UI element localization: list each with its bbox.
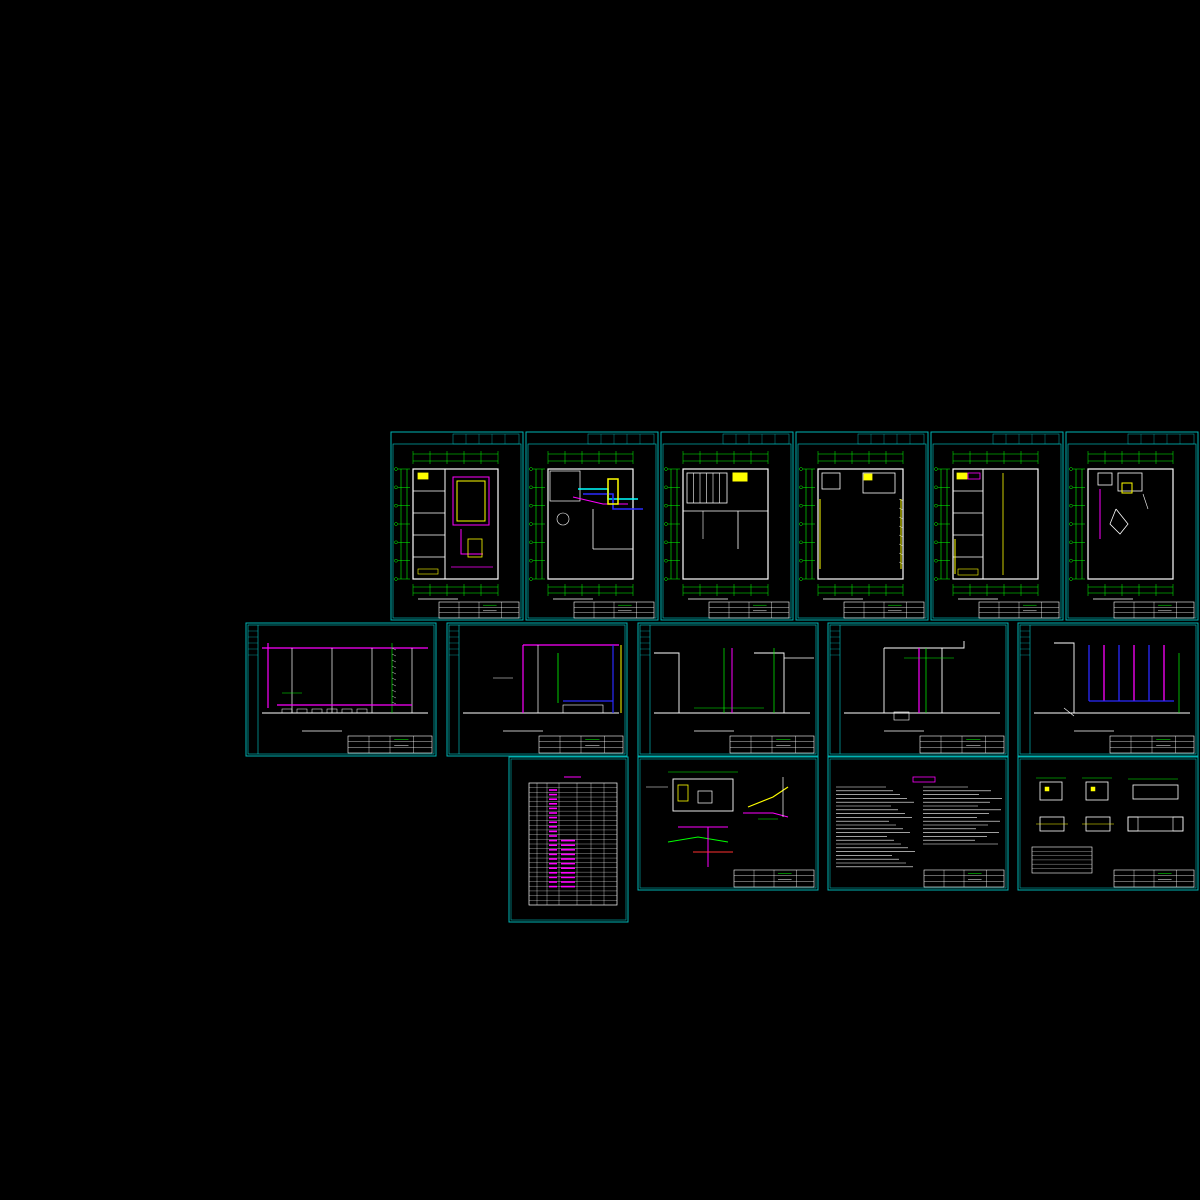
design-notes-sheet[interactable] — [827, 756, 1009, 891]
section-sheet[interactable] — [245, 622, 437, 757]
drawing-sheets — [245, 431, 1199, 923]
section-sheet[interactable] — [446, 622, 628, 757]
material-table-sheet[interactable] — [508, 756, 629, 923]
system-diagram-sheet[interactable] — [637, 756, 819, 891]
floor-plan-sheet[interactable] — [795, 431, 929, 621]
section-sheet[interactable] — [827, 622, 1009, 757]
floor-plan-sheet[interactable] — [390, 431, 524, 621]
floor-plan-sheet[interactable] — [525, 431, 659, 621]
section-sheet[interactable] — [637, 622, 819, 757]
section-sheet[interactable] — [1017, 622, 1199, 757]
floor-plan-sheet[interactable] — [930, 431, 1064, 621]
node-details-sheet[interactable] — [1017, 756, 1199, 891]
floor-plan-sheet[interactable] — [1065, 431, 1199, 621]
floor-plan-sheet[interactable] — [660, 431, 794, 621]
